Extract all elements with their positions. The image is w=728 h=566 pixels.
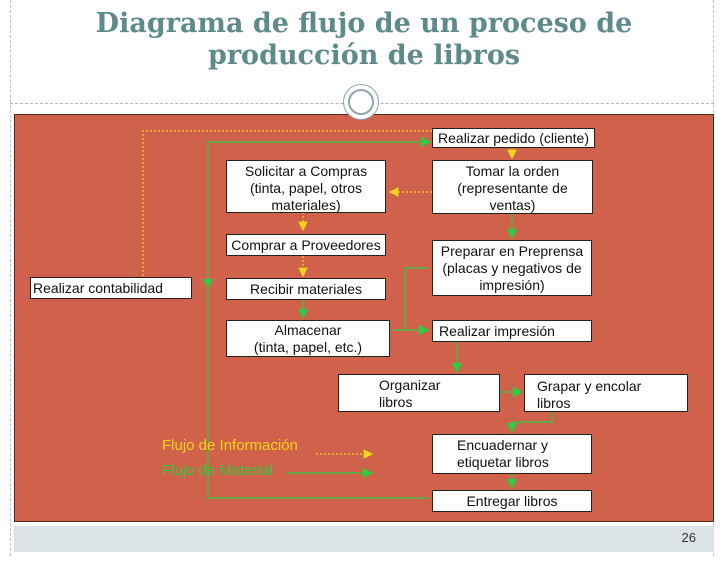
node-tomar-orden: Tomar la orden (representante de ventas) [432, 160, 593, 214]
material-edge-recibir-to-pedido [207, 136, 432, 288]
legend-information-label: Flujo de Información [162, 437, 298, 454]
footer-bar: 26 [14, 526, 714, 552]
material-edge-entregar-loop [202, 278, 428, 499]
node-preparar-preprensa: Preparar en Preprensa (placas y negativo… [432, 240, 592, 296]
node-grapar-encolar: Grapar y encolar libros [524, 374, 688, 412]
node-recibir-materiales: Recibir materiales [226, 278, 386, 300]
slide-title: Diagrama de flujo de un proceso de produ… [95, 8, 633, 71]
node-solicitar-compras: Solicitar a Compras (tinta, papel, otros… [226, 160, 386, 213]
node-realizar-impresion: Realizar impresión [432, 320, 592, 342]
node-organizar-libros: Organizar libros [338, 374, 500, 412]
info-edge-pedido-to-contabilidad [138, 130, 432, 298]
material-edge-preprensa-to-impresion [404, 267, 428, 330]
legend-material-label: Flujo de Material [162, 462, 273, 479]
node-comprar-proveedores: Comprar a Proveedores [226, 234, 386, 256]
node-almacenar: Almacenar (tinta, papel, etc.) [226, 320, 390, 357]
decorative-circle-icon [343, 84, 379, 120]
node-realizar-contabilidad: Realizar contabilidad [30, 277, 192, 299]
node-realizar-pedido: Realizar pedido (cliente) [432, 128, 595, 148]
page-number: 26 [681, 530, 696, 545]
material-edge-grapar-to-encuadernar [506, 412, 553, 434]
decorative-circle-inner [348, 89, 374, 115]
node-entregar-libros: Entregar libros [432, 490, 592, 512]
node-encuadernar: Encuadernar y etiquetar libros [432, 434, 592, 474]
